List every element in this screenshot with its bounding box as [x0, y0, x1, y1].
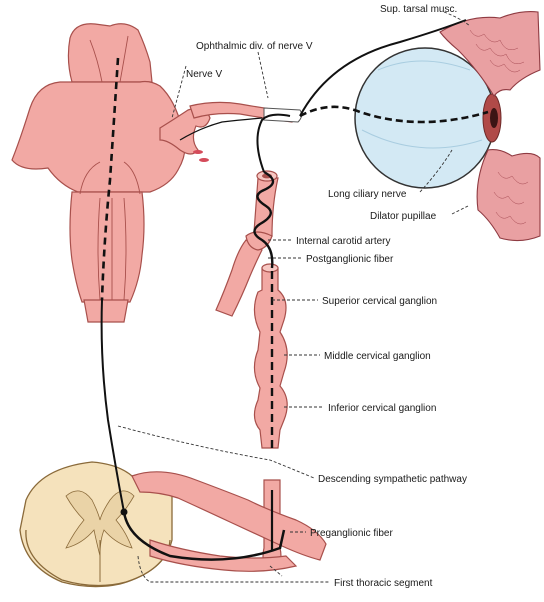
label-ophthalmic: Ophthalmic div. of nerve V: [196, 41, 313, 52]
label-sup-tarsal: Sup. tarsal musc.: [380, 4, 457, 15]
label-inferior-cervical: Inferior cervical ganglion: [328, 403, 436, 414]
label-preganglionic: Preganglionic fiber: [310, 528, 393, 539]
label-postganglionic: Postganglionic fiber: [306, 254, 394, 265]
label-long-ciliary: Long ciliary nerve: [328, 189, 407, 200]
nerve-root-mark: [199, 158, 209, 162]
cord-neuron-soma: [121, 509, 128, 516]
label-middle-cervical: Middle cervical ganglion: [324, 351, 431, 362]
label-internal-carotid: Internal carotid artery: [296, 236, 391, 247]
label-descending: Descending sympathetic pathway: [318, 474, 467, 485]
nerve-root-mark: [193, 150, 203, 154]
label-nerve-v: Nerve V: [186, 69, 222, 80]
label-dilator: Dilator pupillae: [370, 211, 437, 222]
label-superior-cervical: Superior cervical ganglion: [322, 296, 437, 307]
lower-eyelid: [477, 150, 540, 241]
label-first-thoracic: First thoracic segment: [334, 578, 433, 589]
